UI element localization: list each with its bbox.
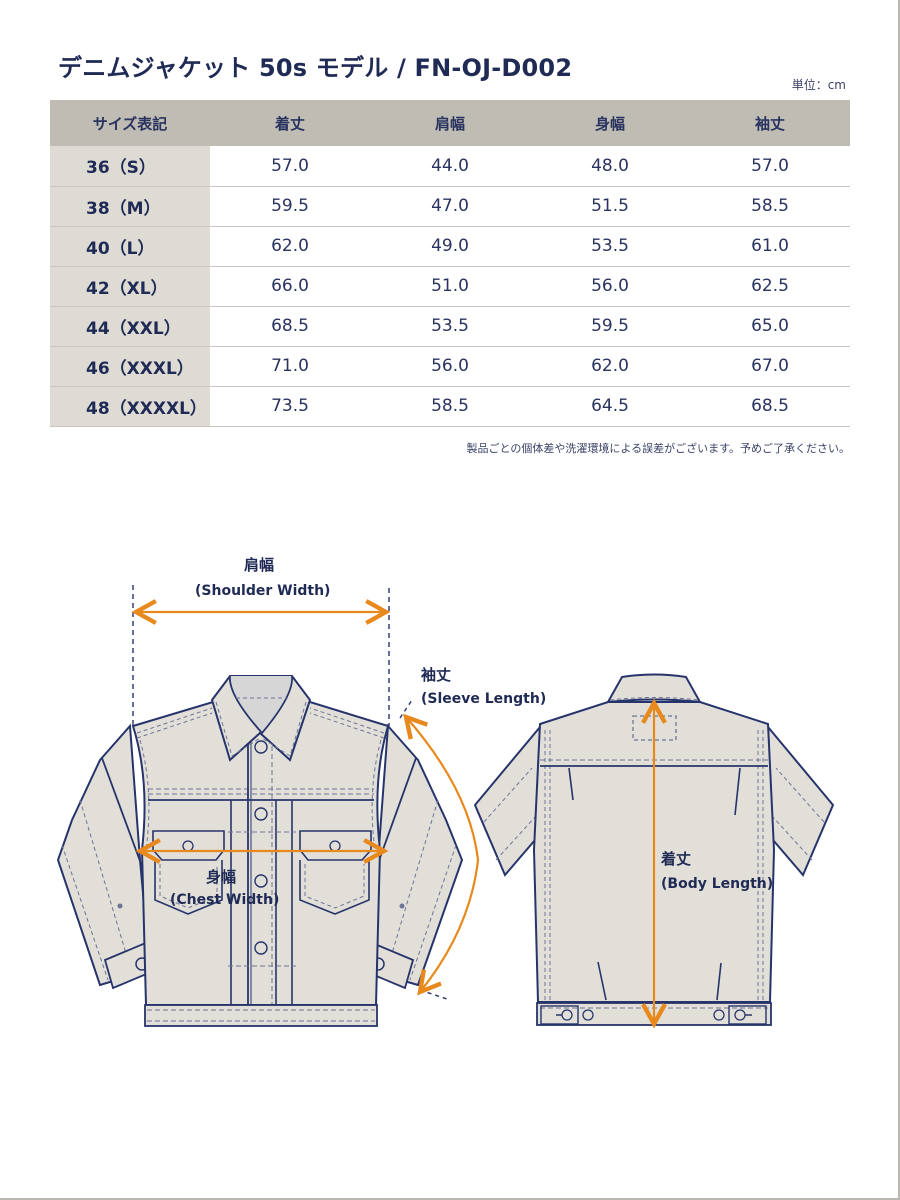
chest-width-label-en: (Chest Width) bbox=[170, 892, 280, 908]
shoulder-width-value: 49.0 bbox=[370, 226, 530, 267]
sleeve-length-value: 58.5 bbox=[690, 186, 850, 227]
sleeve-length-value: 57.0 bbox=[690, 146, 850, 187]
column-header-body-length: 着丈 bbox=[210, 100, 370, 146]
sleeve-length-value: 67.0 bbox=[690, 346, 850, 387]
column-header-shoulder-width: 肩幅 bbox=[370, 100, 530, 146]
table-row: 46（XXXL） 71.0 56.0 62.0 67.0 bbox=[50, 346, 850, 387]
sleeve-length-value: 61.0 bbox=[690, 226, 850, 267]
shoulder-width-value: 53.5 bbox=[370, 306, 530, 347]
sleeve-length-value: 65.0 bbox=[690, 306, 850, 347]
table-row: 40（L） 62.0 49.0 53.5 61.0 bbox=[50, 226, 850, 267]
column-header-sleeve-length: 袖丈 bbox=[690, 100, 850, 146]
size-label: 44（XXL） bbox=[50, 306, 210, 347]
size-label: 48（XXXXL） bbox=[50, 386, 210, 427]
body-length-value: 73.5 bbox=[210, 386, 370, 427]
shoulder-width-value: 56.0 bbox=[370, 346, 530, 387]
body-length-label-en: (Body Length) bbox=[661, 876, 774, 892]
sleeve-length-value: 68.5 bbox=[690, 386, 850, 427]
size-label: 36（S） bbox=[50, 146, 210, 187]
shoulder-width-label-jp: 肩幅 bbox=[244, 556, 275, 574]
sleeve-length-label-en: (Sleeve Length) bbox=[421, 691, 547, 707]
body-length-value: 68.5 bbox=[210, 306, 370, 347]
size-label: 46（XXXL） bbox=[50, 346, 210, 387]
chest-width-value: 56.0 bbox=[530, 266, 690, 307]
size-label: 40（L） bbox=[50, 226, 210, 267]
shoulder-width-label-en: (Shoulder Width) bbox=[195, 583, 331, 599]
body-length-value: 59.5 bbox=[210, 186, 370, 227]
body-length-value: 66.0 bbox=[210, 266, 370, 307]
page-title: デニムジャケット 50s モデル / FN-OJ-D002 bbox=[58, 54, 573, 82]
disclaimer-note: 製品ごとの個体差や洗濯環境による誤差がございます。予めご了承ください。 bbox=[466, 442, 850, 455]
shoulder-width-value: 58.5 bbox=[370, 386, 530, 427]
shoulder-width-value: 47.0 bbox=[370, 186, 530, 227]
size-label: 38（M） bbox=[50, 186, 210, 227]
table-row: 48（XXXXL） 73.5 58.5 64.5 68.5 bbox=[50, 386, 850, 427]
body-length-value: 57.0 bbox=[210, 146, 370, 187]
sleeve-length-arrow bbox=[406, 717, 480, 992]
table-row: 42（XL） 66.0 51.0 56.0 62.5 bbox=[50, 266, 850, 307]
shoulder-width-value: 44.0 bbox=[370, 146, 530, 187]
chest-width-value: 53.5 bbox=[530, 226, 690, 267]
unit-label: 単位：cm bbox=[791, 78, 846, 92]
table-header-row: サイズ表記 着丈 肩幅 身幅 袖丈 bbox=[50, 100, 850, 146]
size-label: 42（XL） bbox=[50, 266, 210, 307]
measurement-diagram: 肩幅 (Shoulder Width) 袖丈 (Sleeve Length) 身… bbox=[0, 530, 900, 1070]
sleeve-length-label-jp: 袖丈 bbox=[421, 666, 452, 684]
chest-width-value: 59.5 bbox=[530, 306, 690, 347]
chest-width-value: 51.5 bbox=[530, 186, 690, 227]
column-header-size: サイズ表記 bbox=[50, 100, 210, 146]
body-length-value: 71.0 bbox=[210, 346, 370, 387]
shoulder-width-value: 51.0 bbox=[370, 266, 530, 307]
size-chart-table: サイズ表記 着丈 肩幅 身幅 袖丈 36（S） 57.0 44.0 48.0 5… bbox=[50, 100, 850, 427]
chest-width-label-jp: 身幅 bbox=[206, 868, 237, 886]
body-length-value: 62.0 bbox=[210, 226, 370, 267]
table-row: 36（S） 57.0 44.0 48.0 57.0 bbox=[50, 146, 850, 187]
column-header-chest-width: 身幅 bbox=[530, 100, 690, 146]
chest-width-value: 64.5 bbox=[530, 386, 690, 427]
chest-width-value: 48.0 bbox=[530, 146, 690, 187]
table-row: 44（XXL） 68.5 53.5 59.5 65.0 bbox=[50, 306, 850, 347]
body-length-label-jp: 着丈 bbox=[661, 850, 692, 868]
chest-width-value: 62.0 bbox=[530, 346, 690, 387]
table-row: 38（M） 59.5 47.0 51.5 58.5 bbox=[50, 186, 850, 227]
sleeve-length-value: 62.5 bbox=[690, 266, 850, 307]
